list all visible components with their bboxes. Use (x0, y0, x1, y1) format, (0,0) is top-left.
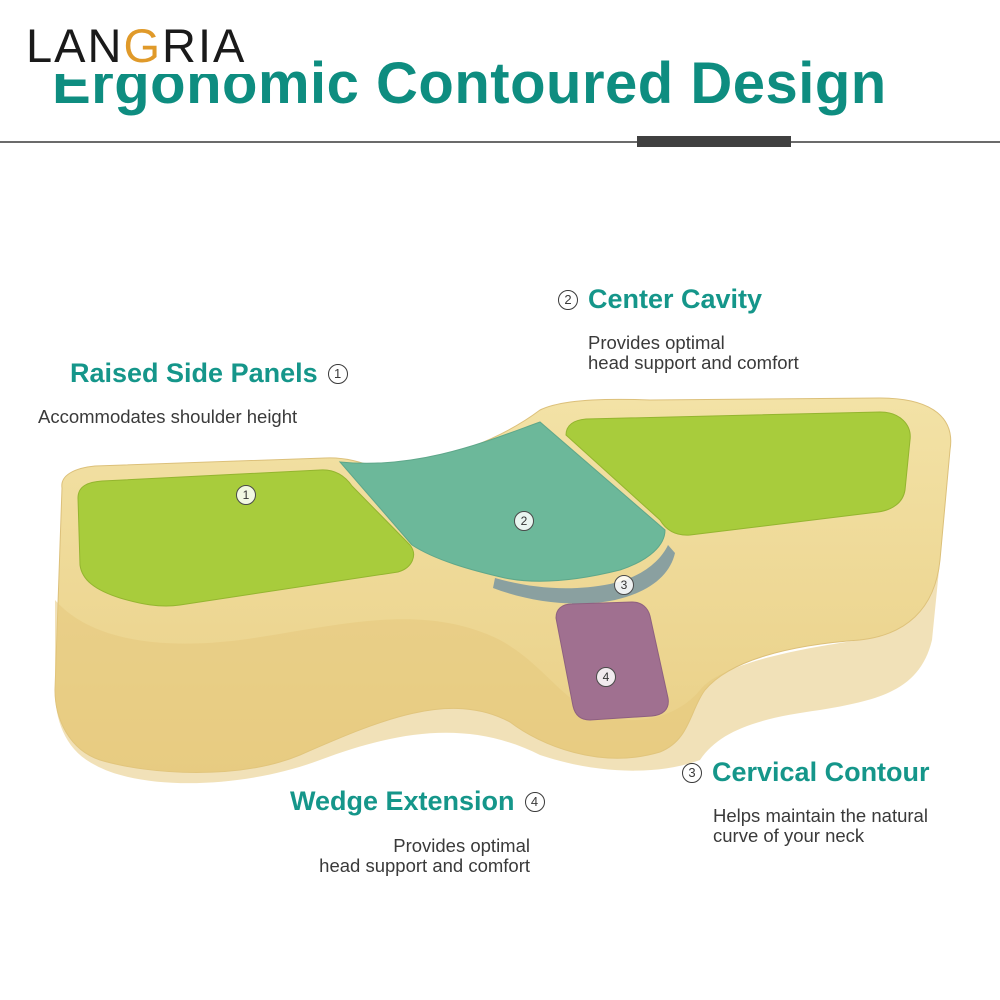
side-panel-right (565, 411, 911, 536)
number-badge-3: 3 (682, 762, 702, 783)
callout-wedge-extension-desc: Provides optimal head support and comfor… (319, 835, 530, 876)
callout-center-cavity-desc: Provides optimal head support and comfor… (588, 332, 799, 373)
callout-raised-side-panels-desc: Accommodates shoulder height (38, 406, 298, 427)
logo-accent-letter: G (123, 19, 162, 72)
wedge-extension (555, 601, 669, 721)
marker-1: 1 (236, 485, 256, 505)
marker-2: 2 (514, 511, 534, 531)
side-panel-left (77, 469, 414, 607)
number-badge-1: 1 (327, 363, 348, 384)
callout-wedge-extension-title: Wedge Extension 4 (290, 786, 545, 817)
callout-raised-side-panels-title: Raised Side Panels 1 (70, 358, 348, 389)
callout-cervical-contour-desc: Helps maintain the natural curve of your… (713, 805, 928, 846)
callout-center-cavity-title: 2 Center Cavity (558, 284, 762, 315)
callout-cervical-contour-title: 3 Cervical Contour (682, 757, 930, 788)
header-divider (0, 141, 1000, 143)
center-cavity (338, 421, 666, 582)
header-divider-accent (637, 136, 791, 147)
brand-logo: LANGRIA (24, 18, 253, 74)
number-badge-2: 2 (558, 289, 578, 310)
marker-3: 3 (614, 575, 634, 595)
marker-4: 4 (596, 667, 616, 687)
pillow-front-shade (55, 560, 940, 784)
number-badge-4: 4 (524, 791, 545, 812)
